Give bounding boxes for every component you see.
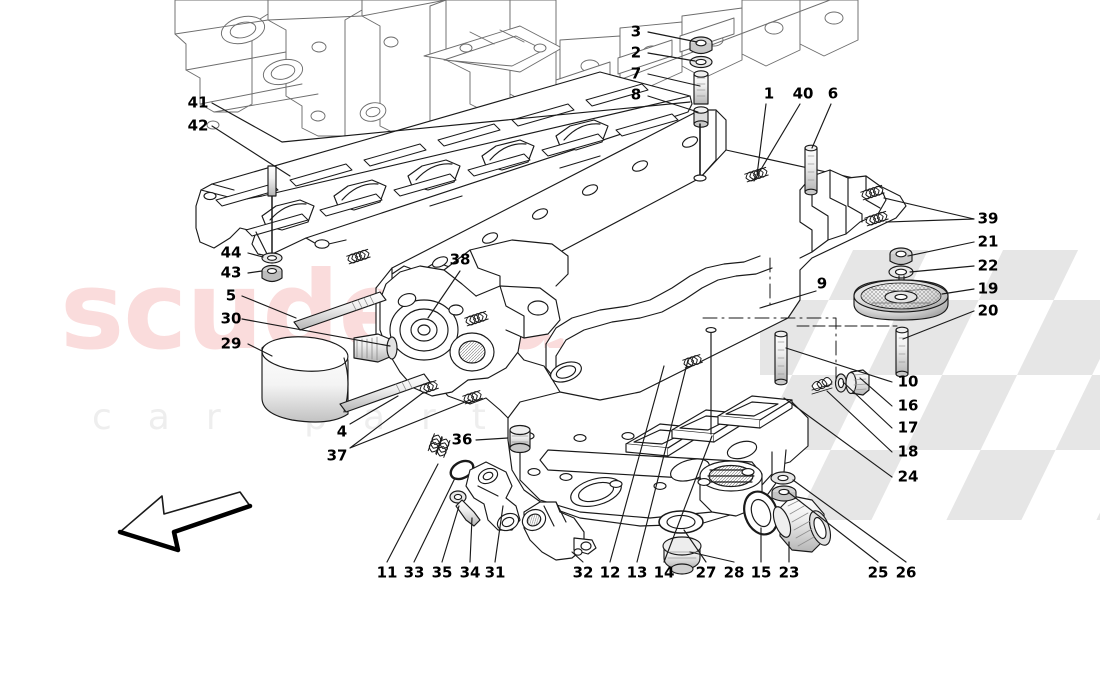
callout-number-10: 10 bbox=[897, 372, 919, 391]
callout-number-33: 33 bbox=[403, 563, 425, 582]
callout-number-24: 24 bbox=[897, 467, 919, 486]
callout-number-22: 22 bbox=[977, 256, 999, 275]
callout-number-8: 8 bbox=[630, 85, 642, 104]
callout-number-18: 18 bbox=[897, 442, 919, 461]
direction-arrow bbox=[117, 491, 253, 553]
callout-number-34: 34 bbox=[459, 563, 481, 582]
callout-number-7: 7 bbox=[630, 64, 642, 83]
callout-number-29: 29 bbox=[220, 334, 242, 353]
callout-number-5: 5 bbox=[225, 286, 237, 305]
callout-number-20: 20 bbox=[977, 301, 999, 320]
callout-number-13: 13 bbox=[626, 563, 648, 582]
callout-number-14: 14 bbox=[653, 563, 675, 582]
callout-number-26: 26 bbox=[895, 563, 917, 582]
callout-number-19: 19 bbox=[977, 279, 999, 298]
callout-number-44: 44 bbox=[220, 243, 242, 262]
callout-number-1: 1 bbox=[763, 84, 775, 103]
callout-number-12: 12 bbox=[599, 563, 621, 582]
callout-number-2: 2 bbox=[630, 43, 642, 62]
callout-number-21: 21 bbox=[977, 232, 999, 251]
callout-number-16: 16 bbox=[897, 396, 919, 415]
callout-number-25: 25 bbox=[867, 563, 889, 582]
callout-number-32: 32 bbox=[572, 563, 594, 582]
callout-number-28: 28 bbox=[723, 563, 745, 582]
callout-number-36: 36 bbox=[451, 430, 473, 449]
callout-number-42: 42 bbox=[187, 116, 209, 135]
callout-number-40: 40 bbox=[792, 84, 814, 103]
callout-number-27: 27 bbox=[695, 563, 717, 582]
callout-number-15: 15 bbox=[750, 563, 772, 582]
callout-number-17: 17 bbox=[897, 418, 919, 437]
callout-number-30: 30 bbox=[220, 309, 242, 328]
callout-number-11: 11 bbox=[376, 563, 398, 582]
callout-number-38: 38 bbox=[449, 250, 471, 269]
callout-number-39: 39 bbox=[977, 209, 999, 228]
callout-number-43: 43 bbox=[220, 263, 242, 282]
callout-number-41: 41 bbox=[187, 93, 209, 112]
callout-number-31: 31 bbox=[484, 563, 506, 582]
callout-number-4: 4 bbox=[336, 422, 348, 441]
callout-number-23: 23 bbox=[778, 563, 800, 582]
callout-number-37: 37 bbox=[326, 446, 348, 465]
callout-number-6: 6 bbox=[827, 84, 839, 103]
callout-number-3: 3 bbox=[630, 22, 642, 41]
callout-number-9: 9 bbox=[816, 274, 828, 293]
callout-number-35: 35 bbox=[431, 563, 453, 582]
